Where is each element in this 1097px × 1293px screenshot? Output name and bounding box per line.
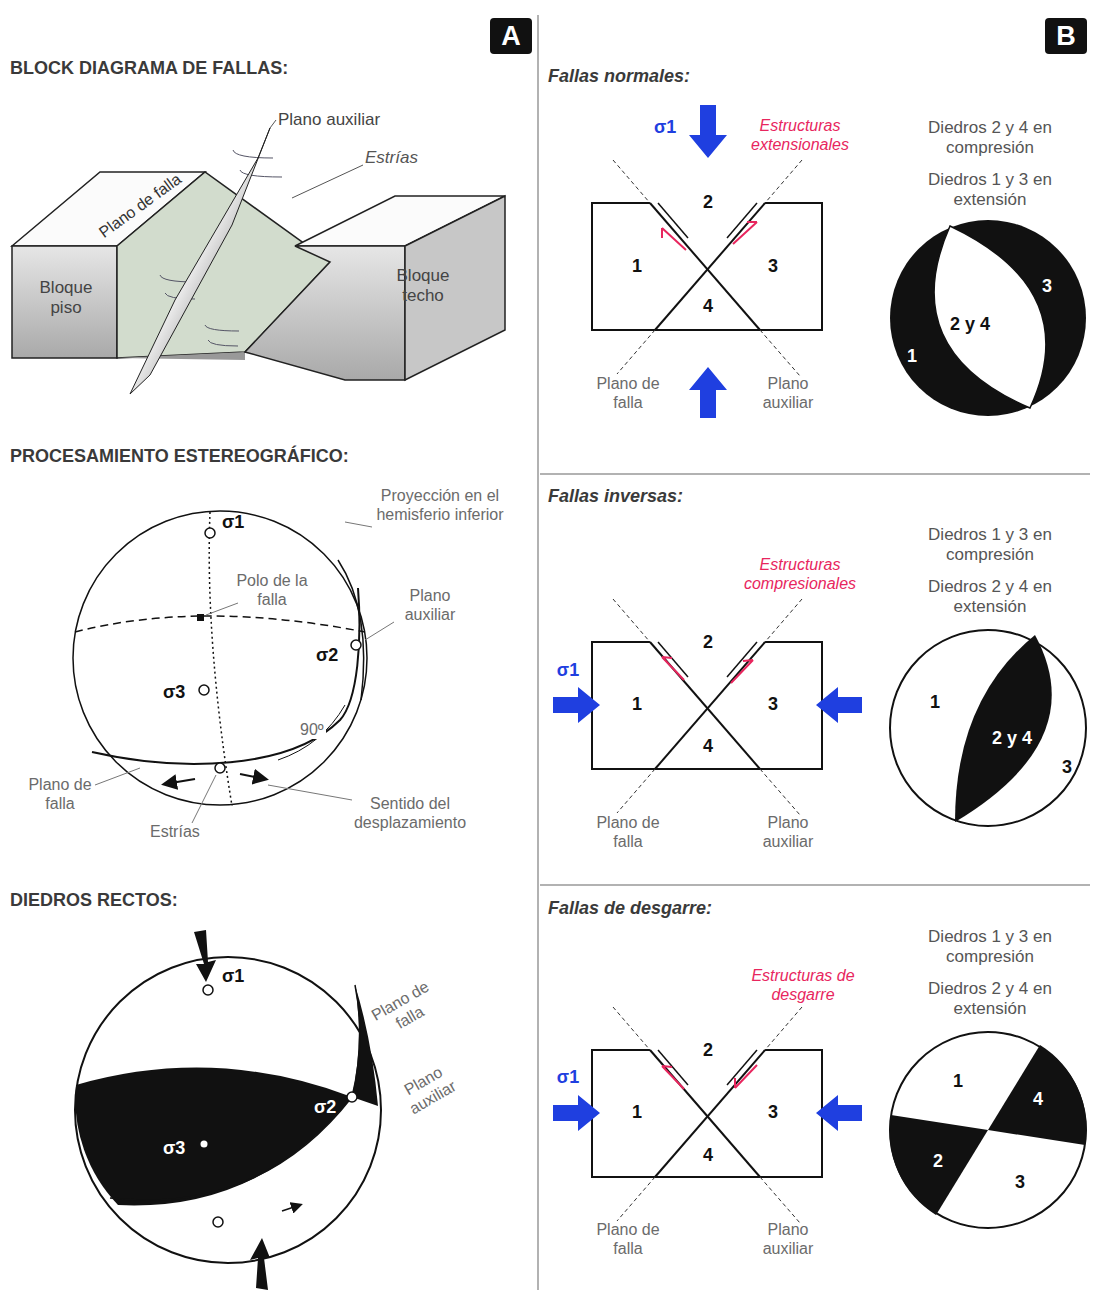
label: σ1 <box>553 660 583 682</box>
label: Plano de falla <box>15 775 105 813</box>
label: Diedros 2 y 4 en compresión <box>903 118 1078 159</box>
label: 1 <box>948 1071 968 1093</box>
label: Bloque piso <box>26 278 106 319</box>
label: σ1 <box>220 966 246 988</box>
section-heading: Fallas de desgarre: <box>548 898 712 920</box>
panel-badge: B <box>1045 18 1087 54</box>
badge-letter: A <box>501 21 521 52</box>
label: 1 <box>627 256 647 278</box>
label: Diedros 2 y 4 en extensión <box>903 979 1078 1020</box>
label: 3 <box>763 1102 783 1124</box>
label: Plano de falla <box>588 1220 668 1258</box>
badge-letter: B <box>1056 21 1076 52</box>
section-heading: Fallas normales: <box>548 66 690 88</box>
label: 2 <box>928 1151 948 1173</box>
label: Plano auxiliar <box>748 1220 828 1258</box>
label: Plano auxiliar <box>384 1053 472 1126</box>
label: 3 <box>1010 1172 1030 1194</box>
label: Estrías <box>365 148 418 168</box>
label: 1 <box>627 1102 647 1124</box>
label: 3 <box>763 694 783 716</box>
label: 3 <box>763 256 783 278</box>
label: 4 <box>1028 1089 1048 1111</box>
label: 4 <box>698 736 718 758</box>
label: Plano auxiliar <box>390 586 470 624</box>
label: Plano auxiliar <box>748 374 828 412</box>
label: σ1 <box>553 1067 583 1089</box>
label: 1 <box>925 692 945 714</box>
section-heading: Fallas inversas: <box>548 486 683 508</box>
section-heading: BLOCK DIAGRAMA DE FALLAS: <box>10 58 288 80</box>
label: σ1 <box>654 117 676 139</box>
label: Estructuras compresionales <box>725 555 875 593</box>
label: Diedros 1 y 3 en compresión <box>903 525 1078 566</box>
label: Plano auxiliar <box>278 110 380 130</box>
label: Sentido del desplazamiento <box>330 794 490 832</box>
label: σ3 <box>163 1138 185 1160</box>
label: 3 <box>1057 757 1077 779</box>
label: Diedros 1 y 3 en extensión <box>903 170 1078 211</box>
label: 90º <box>298 720 326 739</box>
label: 3 <box>1037 276 1057 298</box>
section-heading: PROCESAMIENTO ESTEREOGRÁFICO: <box>10 446 349 468</box>
label: Plano auxiliar <box>748 813 828 851</box>
label: Plano de falla <box>588 374 668 412</box>
label: σ2 <box>314 645 340 667</box>
section-heading: 2 y 4 <box>940 314 1000 336</box>
label: Bloque techo <box>383 266 463 307</box>
label: 4 <box>698 1145 718 1167</box>
section-heading: 2 y 4 <box>982 728 1042 750</box>
label: σ1 <box>222 512 244 534</box>
label: Plano de falla <box>361 973 449 1046</box>
label: 4 <box>698 296 718 318</box>
label: Polo de la falla <box>230 571 315 609</box>
label: Estrías <box>150 822 200 841</box>
panel-badge: A <box>490 18 532 54</box>
label: Estructuras de desgarre <box>733 966 873 1004</box>
label: Diedros 2 y 4 en extensión <box>903 577 1078 618</box>
label: σ3 <box>163 682 185 704</box>
label: 2 <box>698 192 718 214</box>
label: Estructuras extensionales <box>730 116 870 154</box>
label: σ2 <box>314 1097 336 1119</box>
label: 2 <box>698 632 718 654</box>
label: Proyección en el hemisferio inferior <box>370 486 510 524</box>
label: 1 <box>627 694 647 716</box>
section-heading: DIEDROS RECTOS: <box>10 890 178 912</box>
label: 1 <box>902 346 922 368</box>
label: Plano de falla <box>588 813 668 851</box>
label: 2 <box>698 1040 718 1062</box>
label: Diedros 1 y 3 en compresión <box>903 927 1078 968</box>
